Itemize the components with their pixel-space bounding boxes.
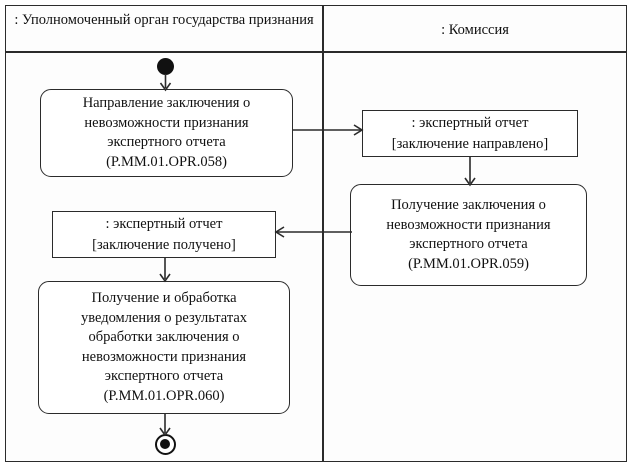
object-node-expert-report-received[interactable]: : экспертный отчет [заключение получено] [52, 211, 276, 258]
object-node-expert-report-received-label: : экспертный отчет [заключение получено] [92, 215, 236, 253]
edge-activity-060-to-final-node [158, 414, 174, 438]
object-node-expert-report-sent-label: : экспертный отчет [заключение направлен… [391, 114, 549, 152]
edge-start-to-activity-058 [159, 74, 175, 92]
activity-node-opr-059[interactable]: Получение заключения о невозможности при… [350, 184, 587, 286]
edge-object-sent-to-activity-059 [463, 157, 479, 187]
activity-node-opr-059-label: Получение заключения о невозможности при… [386, 197, 551, 272]
swimlane-title-commission: : Комиссия [441, 22, 509, 38]
activity-node-opr-058[interactable]: Направление заключения о невозможности п… [40, 89, 293, 177]
initial-node [157, 58, 174, 75]
activity-node-opr-058-label: Направление заключения о невозможности п… [82, 95, 251, 170]
object-node-expert-report-sent[interactable]: : экспертный отчет [заключение направлен… [362, 110, 578, 157]
swimlane-title-authorized-body: : Уполномоченный орган государства призн… [14, 12, 314, 28]
activity-node-opr-060[interactable]: Получение и обработка уведомления о резу… [38, 281, 290, 414]
lane-header-divider [5, 51, 627, 53]
edge-activity-058-to-object-sent [293, 122, 365, 138]
edge-object-received-to-activity-060 [158, 258, 174, 284]
edge-activity-059-to-object-received [274, 224, 354, 240]
swimlane-divider [322, 5, 324, 462]
activity-node-opr-060-label: Получение и обработка уведомления о резу… [80, 290, 248, 404]
